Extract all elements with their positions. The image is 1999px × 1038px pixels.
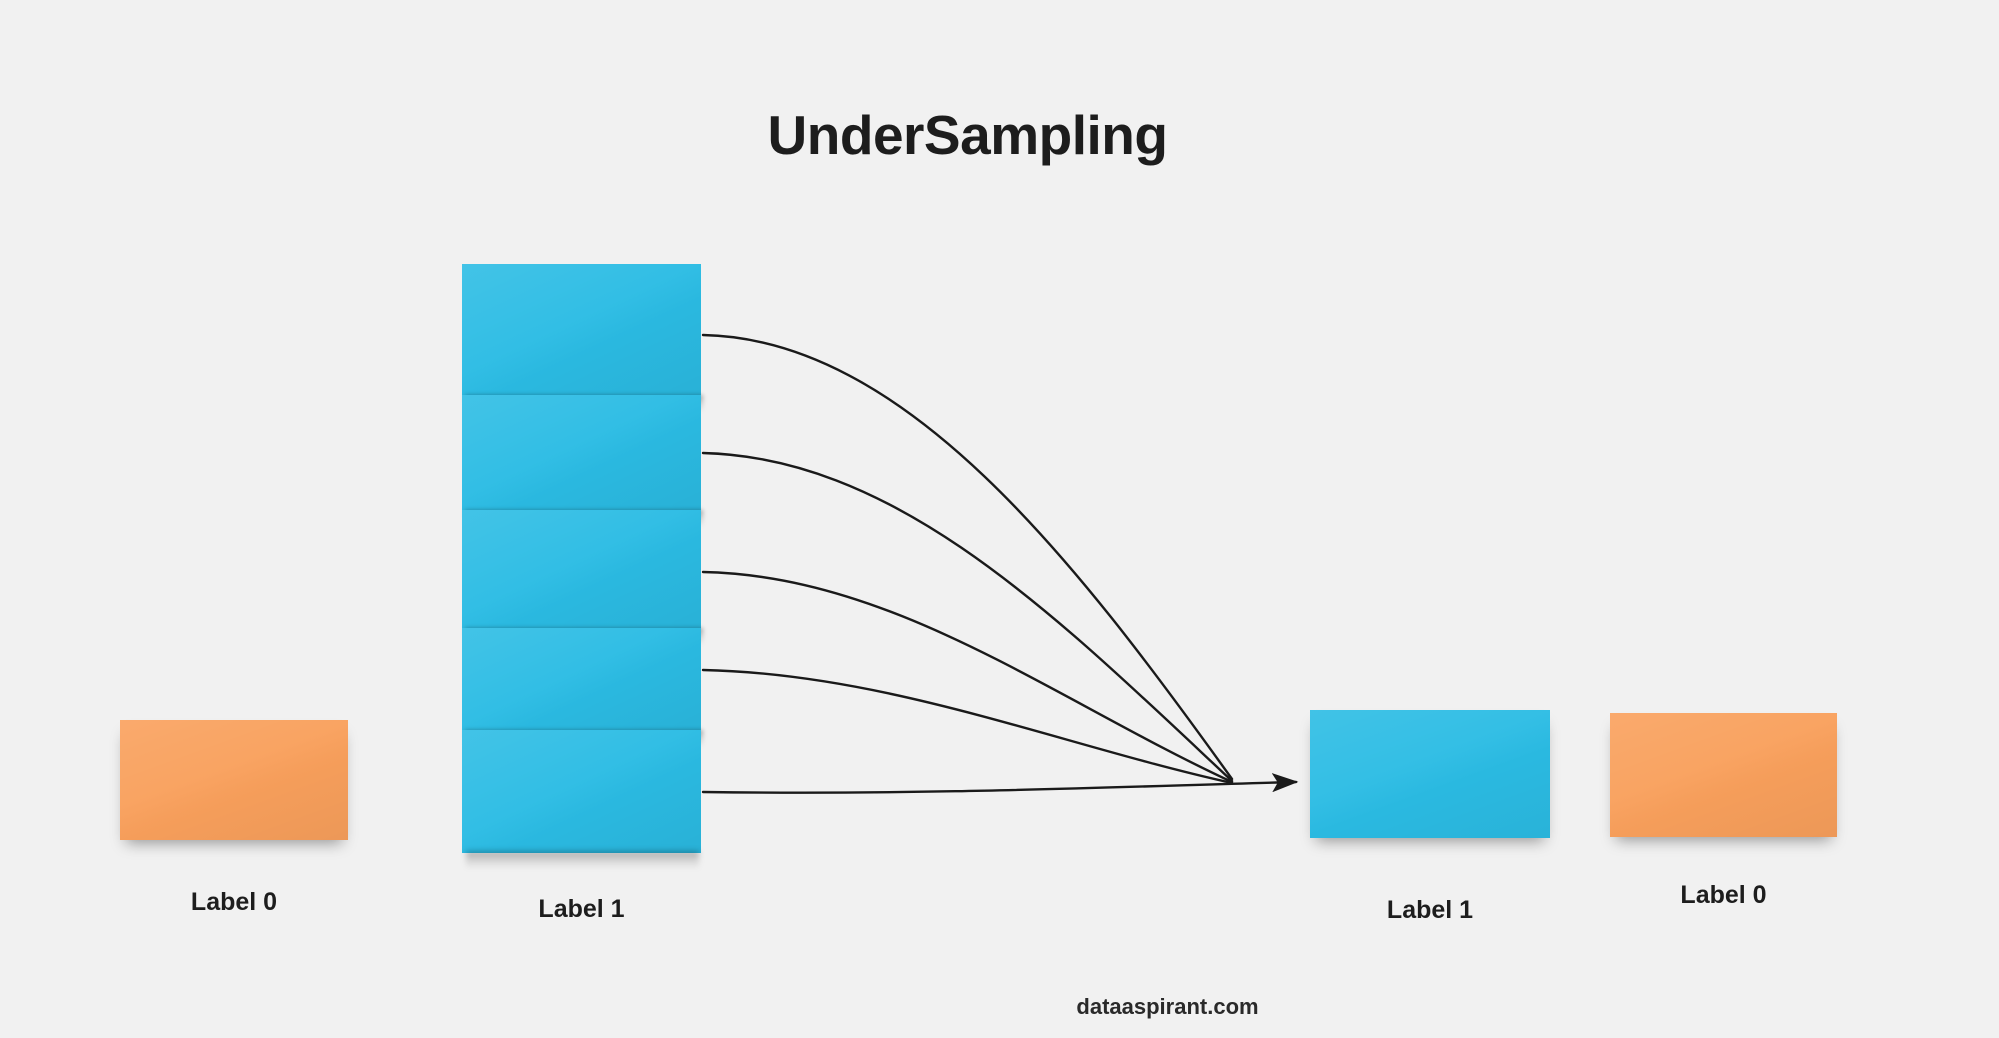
block-label0-before-label: Label 0 (190, 888, 278, 916)
block-label1-stack[interactable] (462, 264, 703, 869)
page-title-text: UnderSampling (767, 104, 1168, 166)
block-label1-stack-label: Label 1 (538, 895, 625, 923)
arrow-curve-4 (701, 668, 1234, 785)
page-title: UnderSampling (0, 108, 1999, 163)
stack-card-4[interactable] (462, 628, 703, 747)
footer-watermark: dataaspirant.com (0, 994, 1999, 1020)
block-label0-after-label: Label 0 (1680, 881, 1767, 909)
stack-card-3[interactable] (462, 510, 703, 645)
arrow-curve-2 (701, 451, 1234, 783)
stack-card-5[interactable] (462, 730, 701, 853)
arrow-curve-1 (701, 333, 1234, 781)
block-label0-before[interactable] (120, 720, 348, 840)
stack-bottom-shadow (466, 851, 699, 869)
stack-card-2[interactable] (462, 395, 703, 527)
block-label0-after[interactable] (1610, 713, 1837, 837)
footer-watermark-text: dataaspirant.com (1076, 994, 1259, 1019)
block-label1-after-label: Label 1 (1386, 896, 1474, 924)
arrow-curve-5-with-head (701, 773, 1299, 794)
block-label1-after[interactable] (1310, 710, 1550, 838)
arrow-curve-3 (701, 570, 1234, 784)
stack-card-1[interactable] (462, 264, 703, 412)
